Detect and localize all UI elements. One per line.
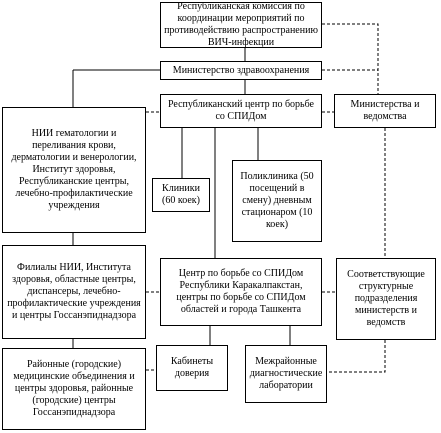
branches-box: Филиалы НИИ, Института здоровья, областн… [2,245,146,339]
polyclinic-box: Поликлиника (50 посещений в смену) дневн… [232,160,322,242]
regional-centers-box: Центр по борьбе со СПИДом Республики Кар… [160,258,322,326]
clinics-label: Клиники (60 коек) [162,183,200,206]
republican-center-box: Республиканский центр по борьбе со СПИДо… [160,94,322,128]
ministry-health-box: Министерство здравоохранения [160,61,322,80]
branches-label: Филиалы НИИ, Института здоровья, областн… [7,262,141,321]
district-units-label: Районные (городские) медицинские объедин… [13,359,135,418]
ministry-health-label: Министерство здравоохранения [172,64,310,76]
link-units-labs [327,340,386,373]
structural-units-box: Соответствующие структурные подразделени… [336,258,436,340]
link-commission-ministries [322,23,379,94]
ministries-label: Министерства и ведомства [350,99,420,122]
trust-offices-box: Кабинеты доверия [156,345,228,391]
clinics-box: Клиники (60 коек) [152,178,210,212]
research-institutes-label: НИИ гематологии и переливания крови, дер… [11,128,137,211]
commission-label: Республиканская комиссия по координации … [164,2,318,48]
laboratories-label: Межрайонные диагностические лаборатории [249,356,323,391]
district-units-box: Районные (городские) медицинские объедин… [2,348,146,430]
trust-offices-label: Кабинеты доверия [170,356,214,379]
commission-box: Республиканская комиссия по координации … [160,2,322,48]
ministries-box: Министерства и ведомства [334,94,436,128]
regional-centers-label: Центр по борьбе со СПИДом Республики Кар… [176,268,306,315]
polyclinic-label: Поликлиника (50 посещений в смену) дневн… [240,171,314,230]
republican-center-label: Республиканский центр по борьбе со СПИДо… [168,99,314,122]
laboratories-box: Межрайонные диагностические лаборатории [245,345,327,403]
research-institutes-box: НИИ гематологии и переливания крови, дер… [2,107,146,233]
structural-units-label: Соответствующие структурные подразделени… [347,269,425,328]
